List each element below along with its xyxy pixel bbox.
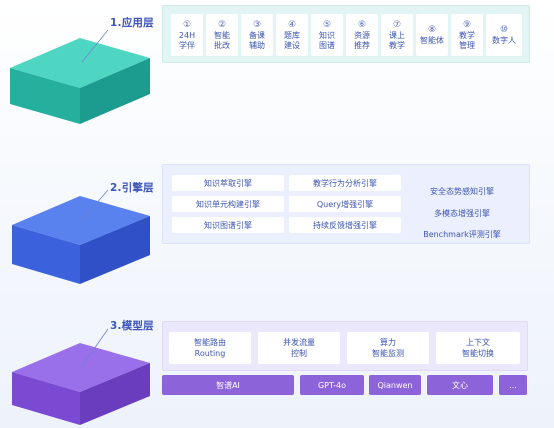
- app-layer-label: 1.应用层: [110, 17, 154, 29]
- app-item-number: ⑩: [499, 24, 509, 35]
- app-item-number: ⑤: [322, 19, 332, 30]
- engine-item: 知识图谱引擎: [172, 217, 284, 233]
- app-item-number: ⑨: [462, 19, 472, 30]
- model-capability-label: 智能路由 Routing: [194, 338, 226, 358]
- app-layer-cube: [10, 38, 150, 124]
- model-layer-cube: [12, 343, 150, 425]
- app-item-label: 数字人: [492, 35, 516, 45]
- app-item-number: ⑧: [427, 24, 437, 35]
- engine-side-item: Benchmark评测引擎: [423, 230, 501, 239]
- app-item-number: ④: [287, 19, 297, 30]
- engine-layer-label: 2.引擎层: [110, 182, 154, 194]
- app-item: ⑥ 资源 推荐: [346, 14, 378, 56]
- app-item-number: ⑦: [392, 19, 402, 30]
- app-item: ① 24H 学伴: [171, 14, 203, 56]
- app-item: ② 智能 批改: [206, 14, 238, 56]
- app-item: ④ 题库 建设: [276, 14, 308, 56]
- app-item-label: 知识 图谱: [319, 30, 335, 50]
- app-item-number: ①: [182, 19, 192, 30]
- app-item-number: ⑥: [357, 19, 367, 30]
- model-chip: Qianwen: [369, 375, 421, 395]
- model-capability: 智能路由 Routing: [169, 332, 251, 364]
- model-layer-panel: 智能路由 Routing 并发流量 控制 算力 智能监测 上下文 智能切换: [162, 321, 528, 371]
- app-item-number: ②: [217, 19, 227, 30]
- app-item-label: 资源 推荐: [354, 30, 370, 50]
- model-capability: 并发流量 控制: [258, 332, 340, 364]
- engine-layer-panel: 知识萃取引擎 教学行为分析引擎 知识单元构建引擎 Query增强引擎 知识图谱引…: [162, 164, 530, 244]
- engine-item: Query增强引擎: [289, 196, 401, 212]
- app-item: ⑧ 智能体: [416, 14, 448, 56]
- engine-item: 知识单元构建引擎: [172, 196, 284, 212]
- app-item-label: 课上 教学: [389, 30, 405, 50]
- app-item-label: 教学 管理: [459, 30, 475, 50]
- model-chip: GPT-4o: [300, 375, 364, 395]
- app-item-label: 智能体: [420, 35, 444, 45]
- app-item-label: 备课 辅助: [249, 30, 265, 50]
- app-item: ⑦ 课上 教学: [381, 14, 413, 56]
- app-layer-panel: ① 24H 学伴 ② 智能 批改 ③ 备课 辅助 ④ 题库 建设 ⑤ 知识 图谱…: [162, 5, 530, 63]
- model-capability: 算力 智能监测: [347, 332, 429, 364]
- app-item-label: 24H 学伴: [178, 30, 196, 50]
- app-item-number: ③: [252, 19, 262, 30]
- model-capability-label: 并发流量 控制: [283, 338, 315, 358]
- engine-item: 持续反馈增强引擎: [289, 217, 401, 233]
- app-item-label: 题库 建设: [284, 30, 300, 50]
- engine-item: 知识萃取引擎: [172, 175, 284, 191]
- model-capability-label: 上下文 智能切换: [462, 338, 494, 358]
- model-chip: 文心: [427, 375, 493, 395]
- model-capability-label: 算力 智能监测: [372, 338, 404, 358]
- model-capability: 上下文 智能切换: [436, 332, 520, 364]
- model-chip: ...: [499, 375, 527, 395]
- engine-side-item: 安全态势感知引擎: [430, 187, 494, 196]
- engine-layer-cube: [12, 196, 150, 284]
- engine-side-item: 多模态增强引擎: [434, 209, 490, 218]
- engine-item: 教学行为分析引擎: [289, 175, 401, 191]
- model-chip: 智谱AI: [162, 375, 294, 395]
- app-item: ⑤ 知识 图谱: [311, 14, 343, 56]
- app-item-label: 智能 批改: [214, 30, 230, 50]
- app-item: ③ 备课 辅助: [241, 14, 273, 56]
- app-item: ⑨ 教学 管理: [451, 14, 483, 56]
- app-item: ⑩ 数字人: [486, 14, 522, 56]
- model-layer-label: 3.模型层: [110, 320, 154, 332]
